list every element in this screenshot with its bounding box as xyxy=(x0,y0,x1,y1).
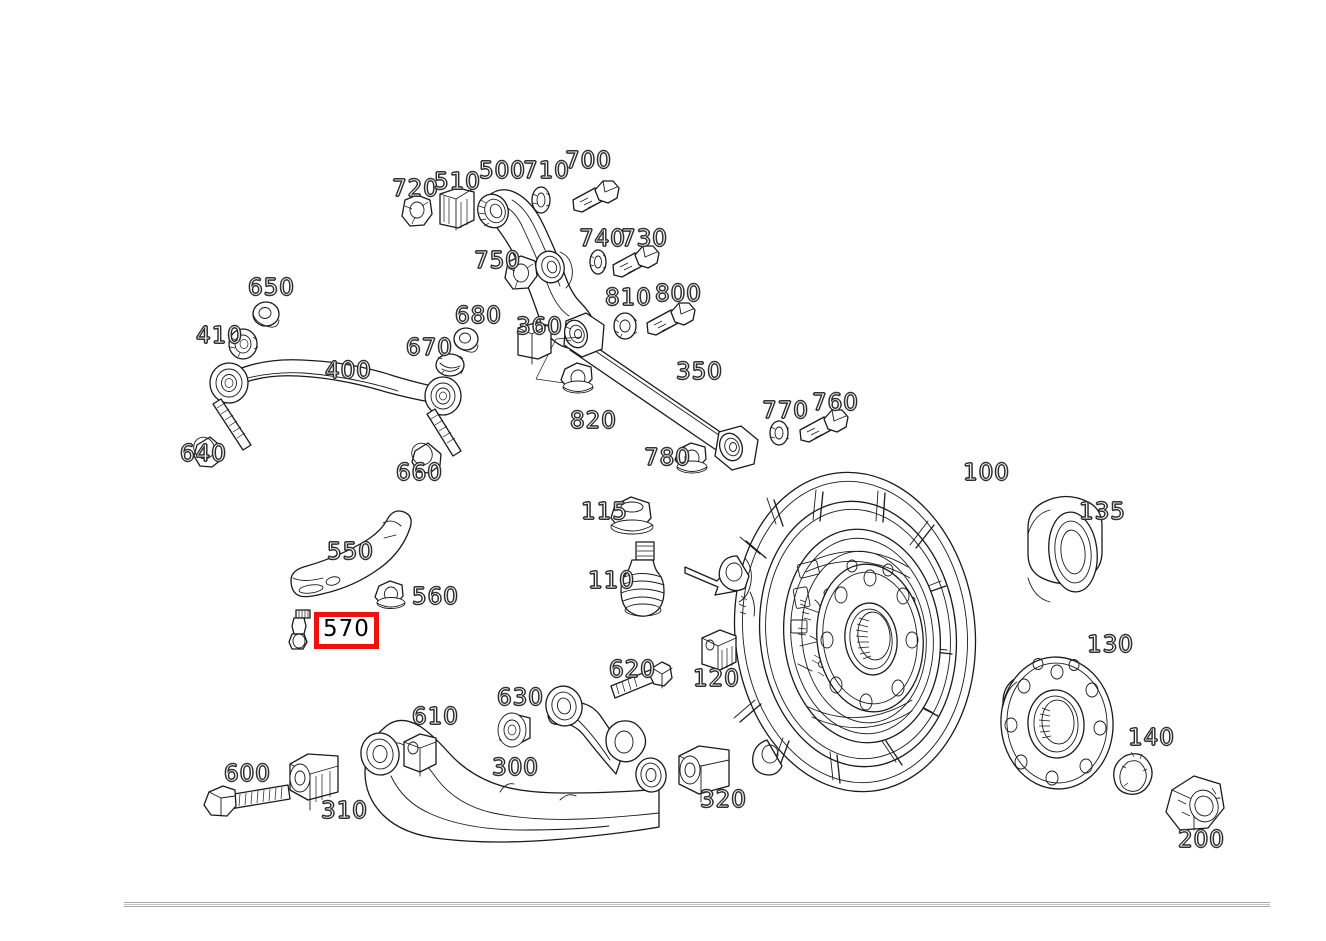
part-710-lock-washer xyxy=(531,186,551,214)
part-350-track-rod xyxy=(535,312,759,471)
part-135-wheel-bearing xyxy=(1027,495,1103,603)
part-730-hex-bolt xyxy=(612,245,660,278)
callout-120[interactable]: 120 xyxy=(693,666,740,692)
callout-200[interactable]: 200 xyxy=(1178,827,1225,853)
callout-730[interactable]: 730 xyxy=(621,226,668,252)
callout-800[interactable]: 800 xyxy=(655,281,702,307)
part-770-lock-washer xyxy=(769,420,790,446)
part-110-ball-joint xyxy=(620,541,738,617)
callout-130[interactable]: 130 xyxy=(1087,632,1134,658)
callout-670[interactable]: 670 xyxy=(406,335,453,361)
callout-310[interactable]: 310 xyxy=(321,798,368,824)
part-740-lock-washer xyxy=(589,249,607,275)
callout-410[interactable]: 410 xyxy=(196,323,243,349)
callout-610[interactable]: 610 xyxy=(412,704,459,730)
part-140-retaining-ring xyxy=(1113,751,1153,795)
callout-360[interactable]: 360 xyxy=(516,314,563,340)
part-360-bushing xyxy=(517,321,552,365)
callout-550[interactable]: 550 xyxy=(327,539,374,565)
callout-600[interactable]: 600 xyxy=(224,761,271,787)
callout-810[interactable]: 810 xyxy=(605,285,652,311)
part-780-flange-nut xyxy=(674,442,708,474)
part-400-camber-link xyxy=(209,359,462,416)
callout-680[interactable]: 680 xyxy=(455,303,502,329)
callout-660[interactable]: 660 xyxy=(396,460,443,486)
callout-820[interactable]: 820 xyxy=(570,408,617,434)
part-310-control-arm-bushing xyxy=(289,753,339,811)
callout-115[interactable]: 115 xyxy=(581,499,628,525)
callout-760[interactable]: 760 xyxy=(812,390,859,416)
part-750-hex-nut xyxy=(504,255,538,290)
part-120-bushing-sleeve xyxy=(701,629,737,675)
part-560-flange-nut xyxy=(374,580,406,609)
part-500-upper-control-arm xyxy=(477,189,596,349)
part-570-hex-bolt xyxy=(288,609,311,650)
callout-650[interactable]: 650 xyxy=(248,275,295,301)
part-820-flange-nut xyxy=(560,362,594,394)
part-610-spacer-bushing xyxy=(403,733,437,777)
part-760-hex-bolt xyxy=(799,409,849,443)
callout-510[interactable]: 510 xyxy=(434,169,481,195)
callout-700[interactable]: 700 xyxy=(565,148,612,174)
part-650-washer xyxy=(252,301,280,328)
footer-divider-line-top xyxy=(124,902,1270,903)
part-720-hex-nut xyxy=(401,194,433,227)
callout-100[interactable]: 100 xyxy=(963,460,1010,486)
callout-400[interactable]: 400 xyxy=(325,358,372,384)
callout-500[interactable]: 500 xyxy=(479,158,526,184)
part-630-stepped-washer xyxy=(497,712,531,748)
part-800-hex-bolt xyxy=(646,302,696,336)
callout-570-highlighted[interactable]: 570 xyxy=(314,612,379,649)
callout-140[interactable]: 140 xyxy=(1128,725,1175,751)
callout-750[interactable]: 750 xyxy=(474,248,521,274)
part-620-hex-bolt xyxy=(610,661,673,699)
callout-630[interactable]: 630 xyxy=(497,685,544,711)
part-200-axle-hex-nut xyxy=(1165,775,1225,831)
callout-740[interactable]: 740 xyxy=(579,226,626,252)
callout-710[interactable]: 710 xyxy=(523,158,570,184)
part-550-support-bracket xyxy=(290,510,412,598)
footer-divider-line-bottom xyxy=(124,906,1270,907)
callout-350[interactable]: 350 xyxy=(676,359,723,385)
callout-560[interactable]: 560 xyxy=(412,584,459,610)
part-640-hex-bolt xyxy=(193,398,252,468)
part-510-bushing xyxy=(439,187,475,231)
callout-135[interactable]: 135 xyxy=(1079,499,1126,525)
part-660-hex-bolt xyxy=(411,408,462,474)
callout-780[interactable]: 780 xyxy=(644,445,691,471)
part-410-eccentric-washer xyxy=(228,328,259,360)
part-670-lock-washer xyxy=(435,353,465,377)
callout-720[interactable]: 720 xyxy=(392,176,439,202)
part-320-control-arm-bushing xyxy=(678,745,730,803)
part-600-hex-flange-bolt xyxy=(203,784,291,817)
callout-770[interactable]: 770 xyxy=(762,398,809,424)
part-700-hex-bolt xyxy=(572,180,620,213)
footer-divider xyxy=(124,902,1270,907)
part-100-brake-backing-plate-assembly xyxy=(718,471,977,793)
callout-620[interactable]: 620 xyxy=(609,657,656,683)
part-300-lower-control-arm xyxy=(360,685,667,843)
part-680-washer xyxy=(453,327,479,353)
part-115-hex-flange-nut xyxy=(610,496,654,535)
footer-divider-line-mid xyxy=(124,904,1270,905)
callout-640[interactable]: 640 xyxy=(180,441,227,467)
callout-300[interactable]: 300 xyxy=(492,755,539,781)
part-810-lock-washer xyxy=(613,312,638,340)
callout-110[interactable]: 110 xyxy=(588,568,635,594)
part-130-wheel-hub-flange xyxy=(1000,656,1114,790)
callout-320[interactable]: 320 xyxy=(700,787,747,813)
